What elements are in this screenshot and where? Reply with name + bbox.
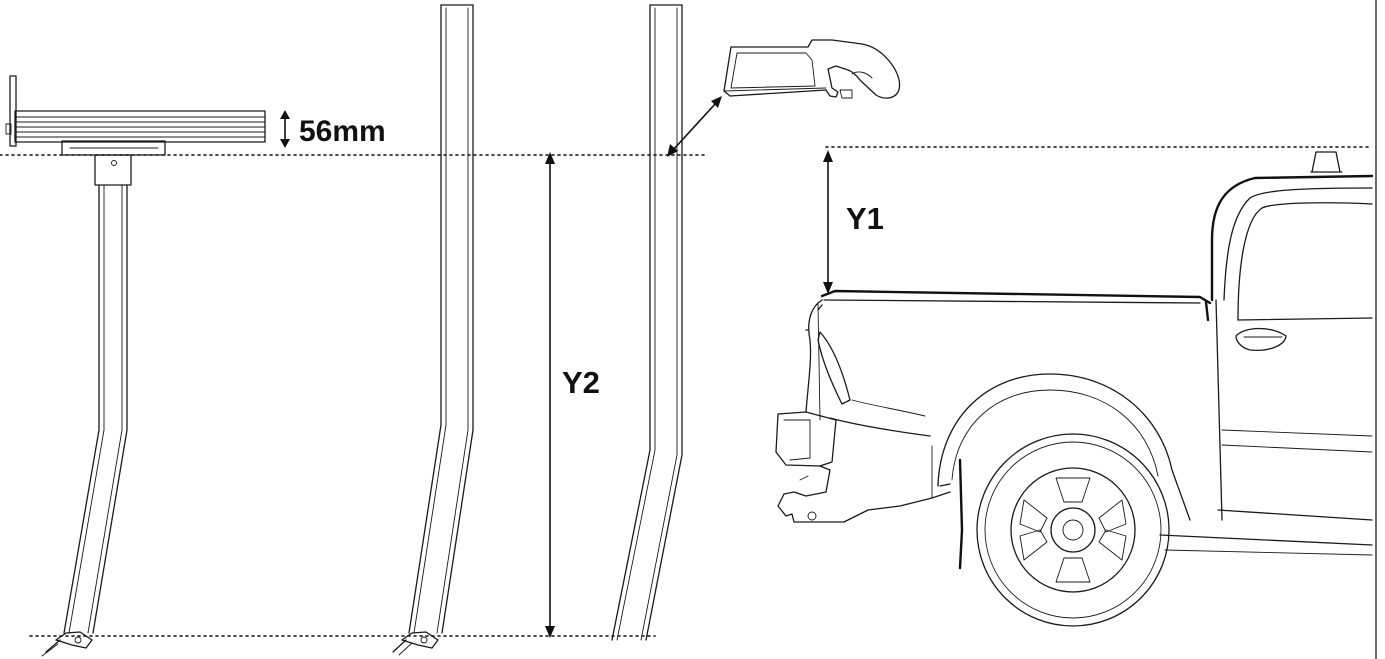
- tonneau-cover: [820, 289, 1212, 305]
- roof-rack-foot: [1311, 151, 1341, 173]
- post-foot-clamp: [41, 631, 93, 657]
- y2-dimension: [545, 152, 555, 638]
- mud-flap: [958, 458, 964, 570]
- offset-label: 56mm: [299, 115, 386, 148]
- y1-label: Y1: [846, 201, 884, 236]
- y1-dimension: [823, 150, 833, 294]
- wheel-arch: [937, 373, 1191, 521]
- rear-wheel: [976, 433, 1170, 627]
- post-foot-clamp: [392, 631, 439, 656]
- offset-dimension: [280, 110, 290, 148]
- cut-indicator-arrow: [667, 96, 722, 157]
- rack-post-uncut: [392, 4, 474, 656]
- crossbar-profile: [14, 110, 266, 143]
- pickup-truck-icon: [775, 151, 1374, 627]
- rack-crossbar-assembly: [5, 75, 266, 657]
- post-head-bolt: [111, 160, 117, 166]
- y2-label: Y2: [562, 365, 600, 400]
- tow-hitch: [777, 465, 951, 523]
- post-head: [94, 154, 132, 186]
- rack-post-to-cut: [611, 4, 683, 641]
- hacksaw-icon: [723, 39, 901, 99]
- end-plate-bolt: [5, 123, 12, 135]
- rack-upright-post: [63, 184, 128, 634]
